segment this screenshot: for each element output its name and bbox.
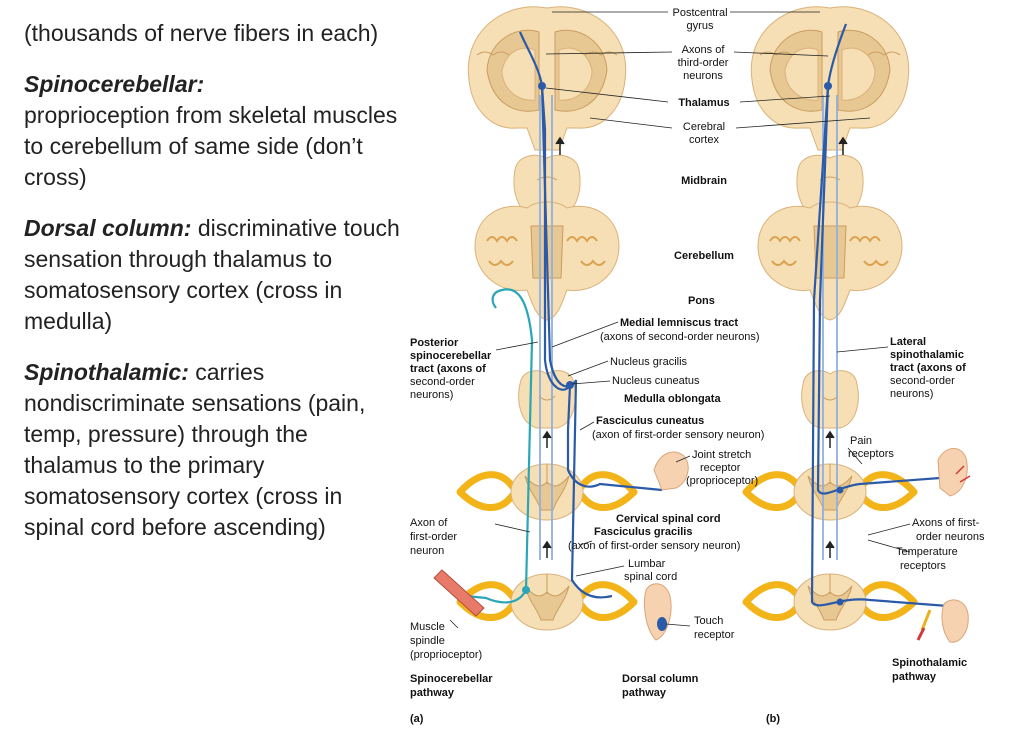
label-lateral-5: neurons) [890,388,933,400]
label-axons-first-b2: order neurons [916,531,985,543]
label-posterior-4: second-order [410,376,475,388]
label-temp-2: receptors [900,560,946,572]
label-medulla: Medulla oblongata [624,393,721,405]
dorsal-column-title: Dorsal column: [24,215,192,241]
label-lateral-1: Lateral [890,336,926,348]
spinothalamic-text: carries nondiscriminate sensations (pain… [24,359,366,540]
label-axons-third-2: third-order [678,57,729,69]
label-lateral-3: tract (axons of [890,362,966,374]
label-panel-b: (b) [766,713,780,725]
diagram-labels: Postcentral gyrus Axons of third-order n… [410,7,985,725]
label-cerebral-1: Cerebral [683,121,725,133]
label-dorsal-column-pathway-1: Dorsal column [622,673,699,685]
label-nucleus-gracilis: Nucleus gracilis [610,356,688,368]
label-midbrain: Midbrain [681,175,727,187]
label-joint-1: Joint stretch [692,449,751,461]
panel-a-anatomy [433,6,689,641]
label-cerebellum: Cerebellum [674,250,734,262]
leader-lines [449,11,911,629]
spinocerebellar-text: proprioception from skeletal muscles to … [24,102,398,190]
label-axon-first-2: first-order [410,531,457,543]
label-joint-2: receptor [700,462,741,474]
label-medial-lemniscus: Medial lemniscus tract [620,317,738,329]
label-touch-2: receptor [694,629,735,641]
label-axons-third-1: Axons of [682,44,726,56]
label-temp-1: Temperature [896,546,958,558]
spinothalamic-block: Spinothalamic: carries nondiscriminate s… [24,357,404,543]
label-nucleus-cuneatus: Nucleus cuneatus [612,375,700,387]
intro-text: (thousands of nerve fibers in each) [24,20,379,46]
label-spinothalamic-pathway-1: Spinothalamic [892,657,967,669]
label-lumbar-2: spinal cord [624,571,677,583]
label-posterior-2: spinocerebellar [410,350,492,362]
label-touch-1: Touch [694,615,723,627]
dorsal-column-block: Dorsal column: discriminative touch sens… [24,213,404,337]
label-medial-lemniscus-sub: (axons of second-order neurons) [600,331,760,343]
sensory-pathways-diagram: Postcentral gyrus Axons of third-order n… [410,6,985,725]
label-posterior-1: Posterior [410,337,459,349]
label-pons: Pons [688,295,715,307]
left-text-panel: (thousands of nerve fibers in each) Spin… [24,18,404,563]
label-axon-first-3: neuron [410,545,444,557]
label-postcentral-2: gyrus [687,20,714,32]
label-posterior-5: neurons) [410,389,453,401]
label-thalamus: Thalamus [678,97,729,109]
label-pain-2: receptors [848,448,894,460]
spinocerebellar-block: Spinocerebellar: proprioception from ske… [24,69,404,193]
spinothalamic-title: Spinothalamic: [24,359,189,385]
label-fasciculus-gracilis-sub: (axon of first-order sensory neuron) [568,540,740,552]
label-fasciculus-gracilis: Fasciculus gracilis [594,526,692,538]
label-muscle-3: (proprioceptor) [410,649,482,661]
panel-b-anatomy [742,6,971,643]
label-lateral-2: spinothalamic [890,349,964,361]
label-spinothalamic-pathway-2: pathway [892,671,937,683]
label-cervical: Cervical spinal cord [616,513,721,525]
label-dorsal-column-pathway-2: pathway [622,687,667,699]
label-axons-third-3: neurons [683,70,723,82]
label-cerebral-2: cortex [689,134,719,146]
label-joint-3: (proprioceptor) [686,475,758,487]
label-lateral-4: second-order [890,375,955,387]
dorsal-column-text: discriminative touch sensation through t… [24,215,400,334]
label-postcentral-1: Postcentral [672,7,727,19]
label-panel-a: (a) [410,713,424,725]
label-axon-first-1: Axon of [410,517,448,529]
label-axons-first-b1: Axons of first- [912,517,980,529]
label-fasciculus-cuneatus-sub: (axon of first-order sensory neuron) [592,429,764,441]
label-spinocerebellar-pathway-2: pathway [410,687,455,699]
spinocerebellar-title: Spinocerebellar: [24,71,205,97]
label-fasciculus-cuneatus: Fasciculus cuneatus [596,415,704,427]
label-pain-1: Pain [850,435,872,447]
label-spinocerebellar-pathway-1: Spinocerebellar [410,673,493,685]
label-muscle-2: spindle [410,635,445,647]
label-lumbar-1: Lumbar [628,558,666,570]
label-muscle-1: Muscle [410,621,445,633]
label-posterior-3: tract (axons of [410,363,486,375]
